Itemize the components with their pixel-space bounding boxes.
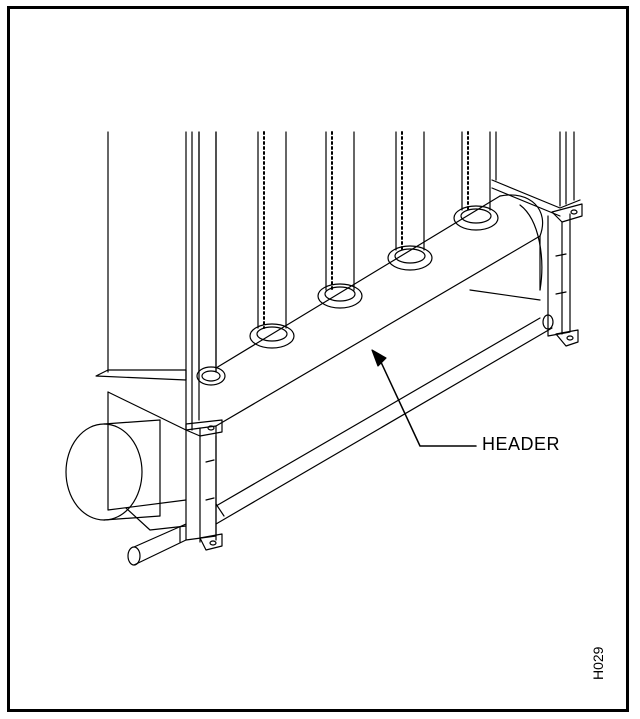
burner-tube-2 (249, 131, 295, 349)
right-mounting-bracket (547, 203, 583, 347)
figure-frame (7, 6, 629, 712)
burner-tube-5 (453, 131, 499, 231)
left-side-panel (95, 131, 217, 543)
burner-tube-3 (317, 131, 363, 309)
right-side-panel (491, 131, 581, 217)
burner-tube-1 (196, 131, 226, 386)
header-callout-label: HEADER (482, 434, 561, 454)
left-mounting-bracket (185, 419, 223, 551)
lower-rod (215, 289, 554, 525)
burner-tube-4 (387, 131, 433, 271)
inlet-cylinder (65, 419, 187, 531)
header-callout-leader (371, 349, 477, 447)
small-pipe (127, 523, 187, 566)
header-body (215, 194, 544, 427)
figure-code: H029 (590, 646, 606, 680)
